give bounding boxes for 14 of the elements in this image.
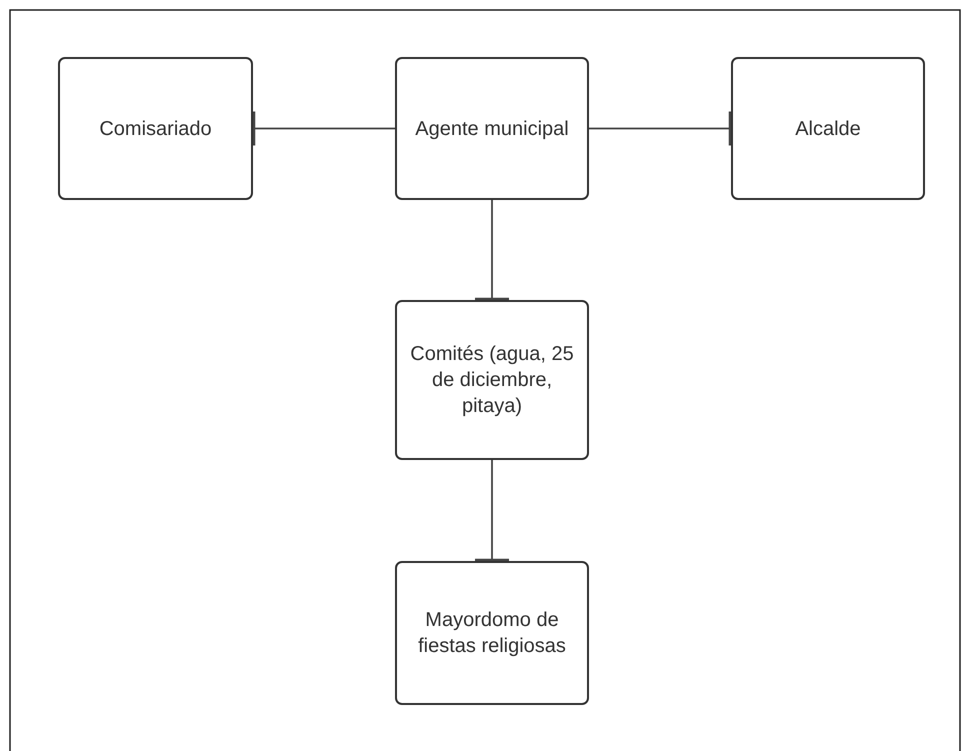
box-label: Comités (agua, 25 de diciembre, pitaya)	[409, 342, 575, 419]
box-label: Agente municipal	[414, 116, 570, 142]
box-label: Alcalde	[794, 116, 862, 142]
connector-line	[589, 110, 732, 147]
org-box	[395, 300, 589, 460]
org-box	[58, 57, 253, 200]
connector-line	[252, 110, 395, 147]
connector-line	[474, 200, 510, 300]
org-box	[731, 57, 925, 200]
box-label: Comisariado	[98, 116, 213, 142]
box-label: Mayordomo de fiestas religiosas	[417, 608, 567, 659]
org-box	[395, 57, 589, 200]
org-box	[395, 561, 589, 705]
connector-line	[474, 460, 510, 562]
